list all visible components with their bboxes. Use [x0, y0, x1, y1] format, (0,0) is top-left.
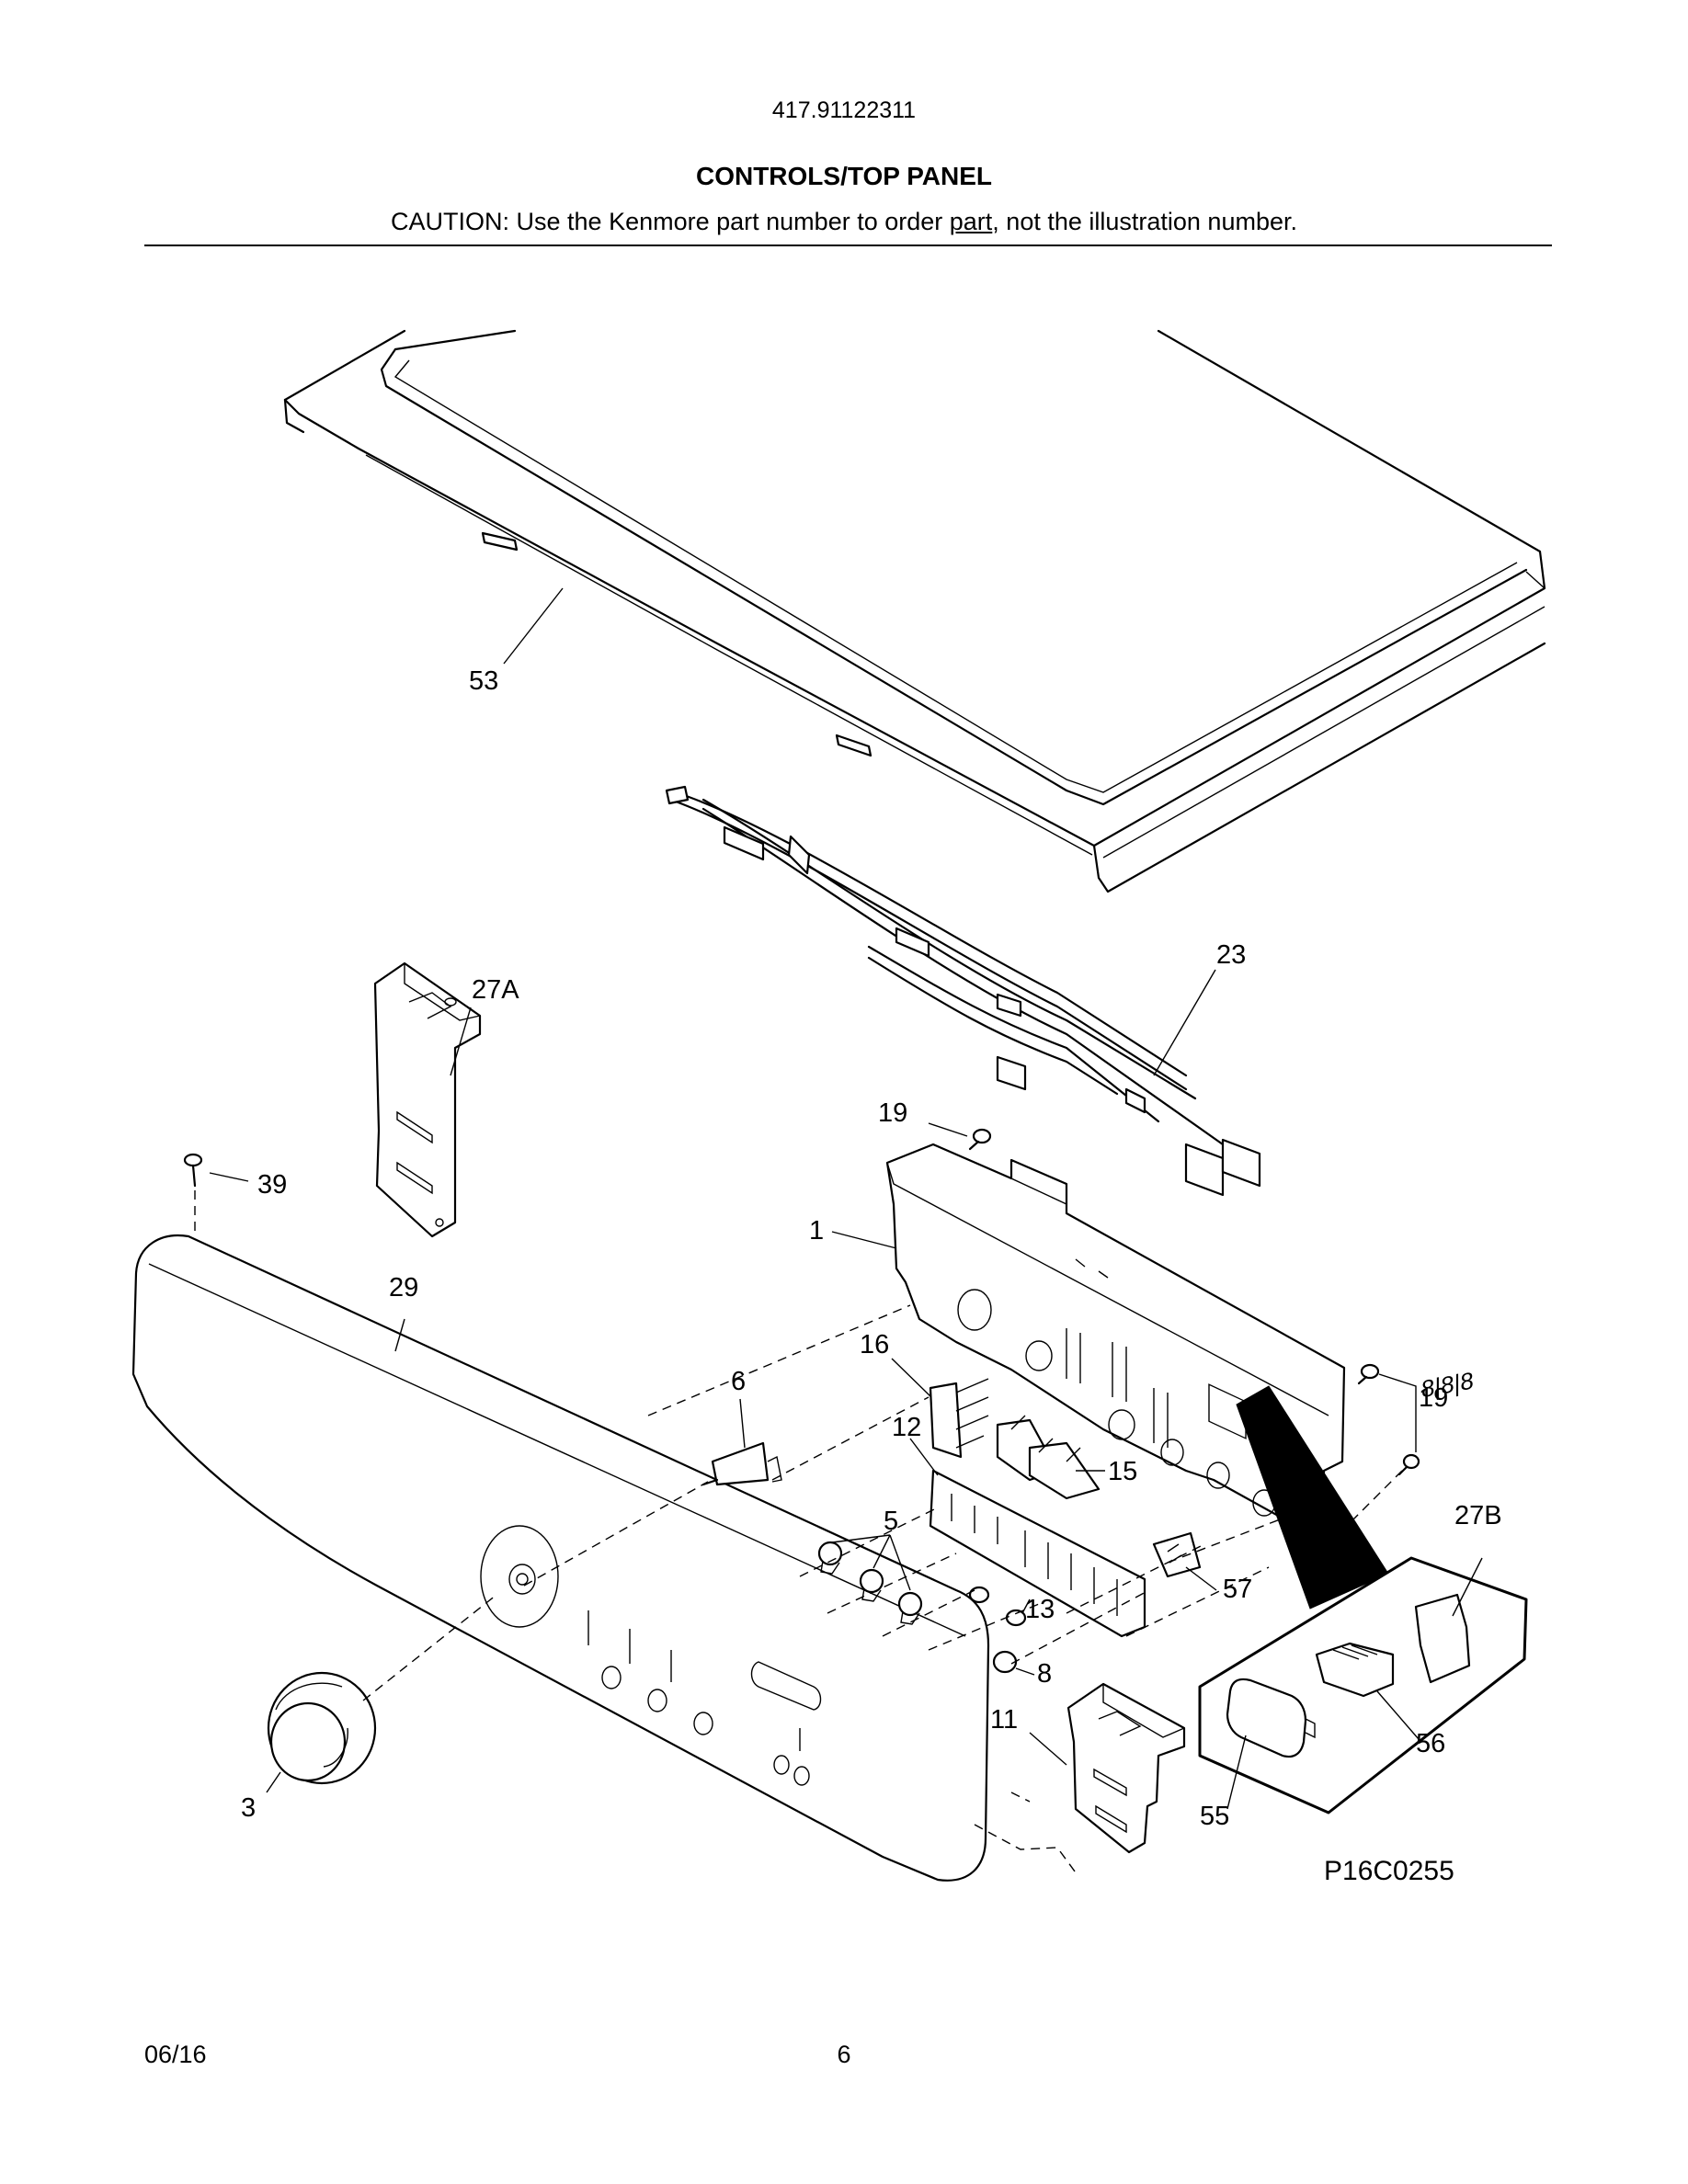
callout-5: 5 [884, 1507, 898, 1536]
callout-12: 12 [892, 1413, 921, 1442]
callout-3: 3 [241, 1793, 256, 1823]
figure-id: P16C0255 [1324, 1856, 1454, 1886]
bracket-27a-part [373, 961, 482, 1238]
callout-57: 27B [1454, 1501, 1502, 1530]
leader-53 [503, 587, 564, 665]
callout-19-top: 19 [878, 1098, 907, 1128]
callout-27a: 27A [472, 975, 519, 1005]
caution-text-end: , not the illustration number. [992, 208, 1297, 235]
knob-3-part [267, 1671, 377, 1785]
leader-57 [1452, 1557, 1483, 1617]
button-8-part [968, 1586, 1027, 1627]
screw-19-top-part [968, 1128, 992, 1151]
callout-16: 16 [860, 1330, 889, 1359]
leader-11 [1015, 1667, 1035, 1676]
leader-5 [831, 1534, 911, 1591]
leader-19-right [1378, 1373, 1417, 1452]
callout-56: 56 [1416, 1729, 1445, 1758]
leader-1 [831, 1231, 897, 1249]
footer-date: 06/16 [144, 2041, 207, 2068]
top-panel-part [283, 329, 1546, 893]
button-13-part [1152, 1531, 1202, 1578]
callout-55: 55 [1200, 1802, 1229, 1831]
leader-3 [266, 1771, 281, 1793]
leader-39 [209, 1172, 249, 1182]
lens-55-part [1226, 1678, 1316, 1758]
callout-15: 15 [1108, 1457, 1137, 1486]
callout-13: 57 [1223, 1575, 1252, 1604]
leader-29 [394, 1318, 405, 1352]
model-number: 417.91122311 [771, 97, 917, 123]
leader-27b [1029, 1732, 1067, 1766]
connector-56-part [1315, 1642, 1395, 1698]
leader-19-top [928, 1122, 968, 1137]
leader-6 [739, 1398, 746, 1449]
callout-53: 53 [469, 666, 498, 696]
callout-1: 1 [809, 1216, 824, 1246]
screw-39-part [183, 1153, 203, 1188]
callout-27b: 11 [990, 1705, 1018, 1735]
section-title: CONTROLS/TOP PANEL [695, 162, 993, 190]
wire-harness-part [665, 785, 1261, 1197]
light-pipe-12-part [929, 1469, 1146, 1638]
header-rule [144, 245, 1552, 246]
bracket-27b-part [1066, 1682, 1186, 1854]
leader-23 [1153, 969, 1216, 1076]
button-11-part [992, 1650, 1018, 1674]
button-15-part [996, 1415, 1101, 1500]
shaft-6-part [701, 1441, 782, 1486]
leader-12 [909, 1438, 939, 1476]
callout-39: 39 [257, 1170, 287, 1200]
callout-8: 13 [1025, 1595, 1055, 1624]
callout-11: 8 [1037, 1659, 1052, 1689]
leader-16 [891, 1358, 932, 1398]
detail-callout-box: 8|8|8 [1198, 1367, 1528, 1814]
button-16-part [929, 1378, 989, 1459]
callout-6: 6 [731, 1367, 746, 1396]
leader-27a [450, 1007, 472, 1076]
callout-29: 29 [389, 1273, 418, 1302]
caution-note: CAUTION: Use the Kenmore part number to … [0, 208, 1688, 236]
leader-55 [1226, 1735, 1247, 1810]
display-digits-icon: 8|8|8 [1421, 1367, 1474, 1404]
callout-23: 23 [1216, 940, 1246, 970]
assembly-lines [362, 1304, 1403, 1876]
callout-19-right: 19 [1419, 1383, 1448, 1413]
caution-underlined-word: part [949, 208, 993, 235]
leader-56 [1376, 1690, 1420, 1740]
caution-text: CAUTION: Use the Kenmore part number to … [391, 208, 950, 235]
screw-19-right-part [1357, 1363, 1420, 1476]
leader-13 [1185, 1566, 1217, 1591]
console-panel-part [131, 1234, 990, 1882]
page-number: 6 [837, 2041, 851, 2068]
